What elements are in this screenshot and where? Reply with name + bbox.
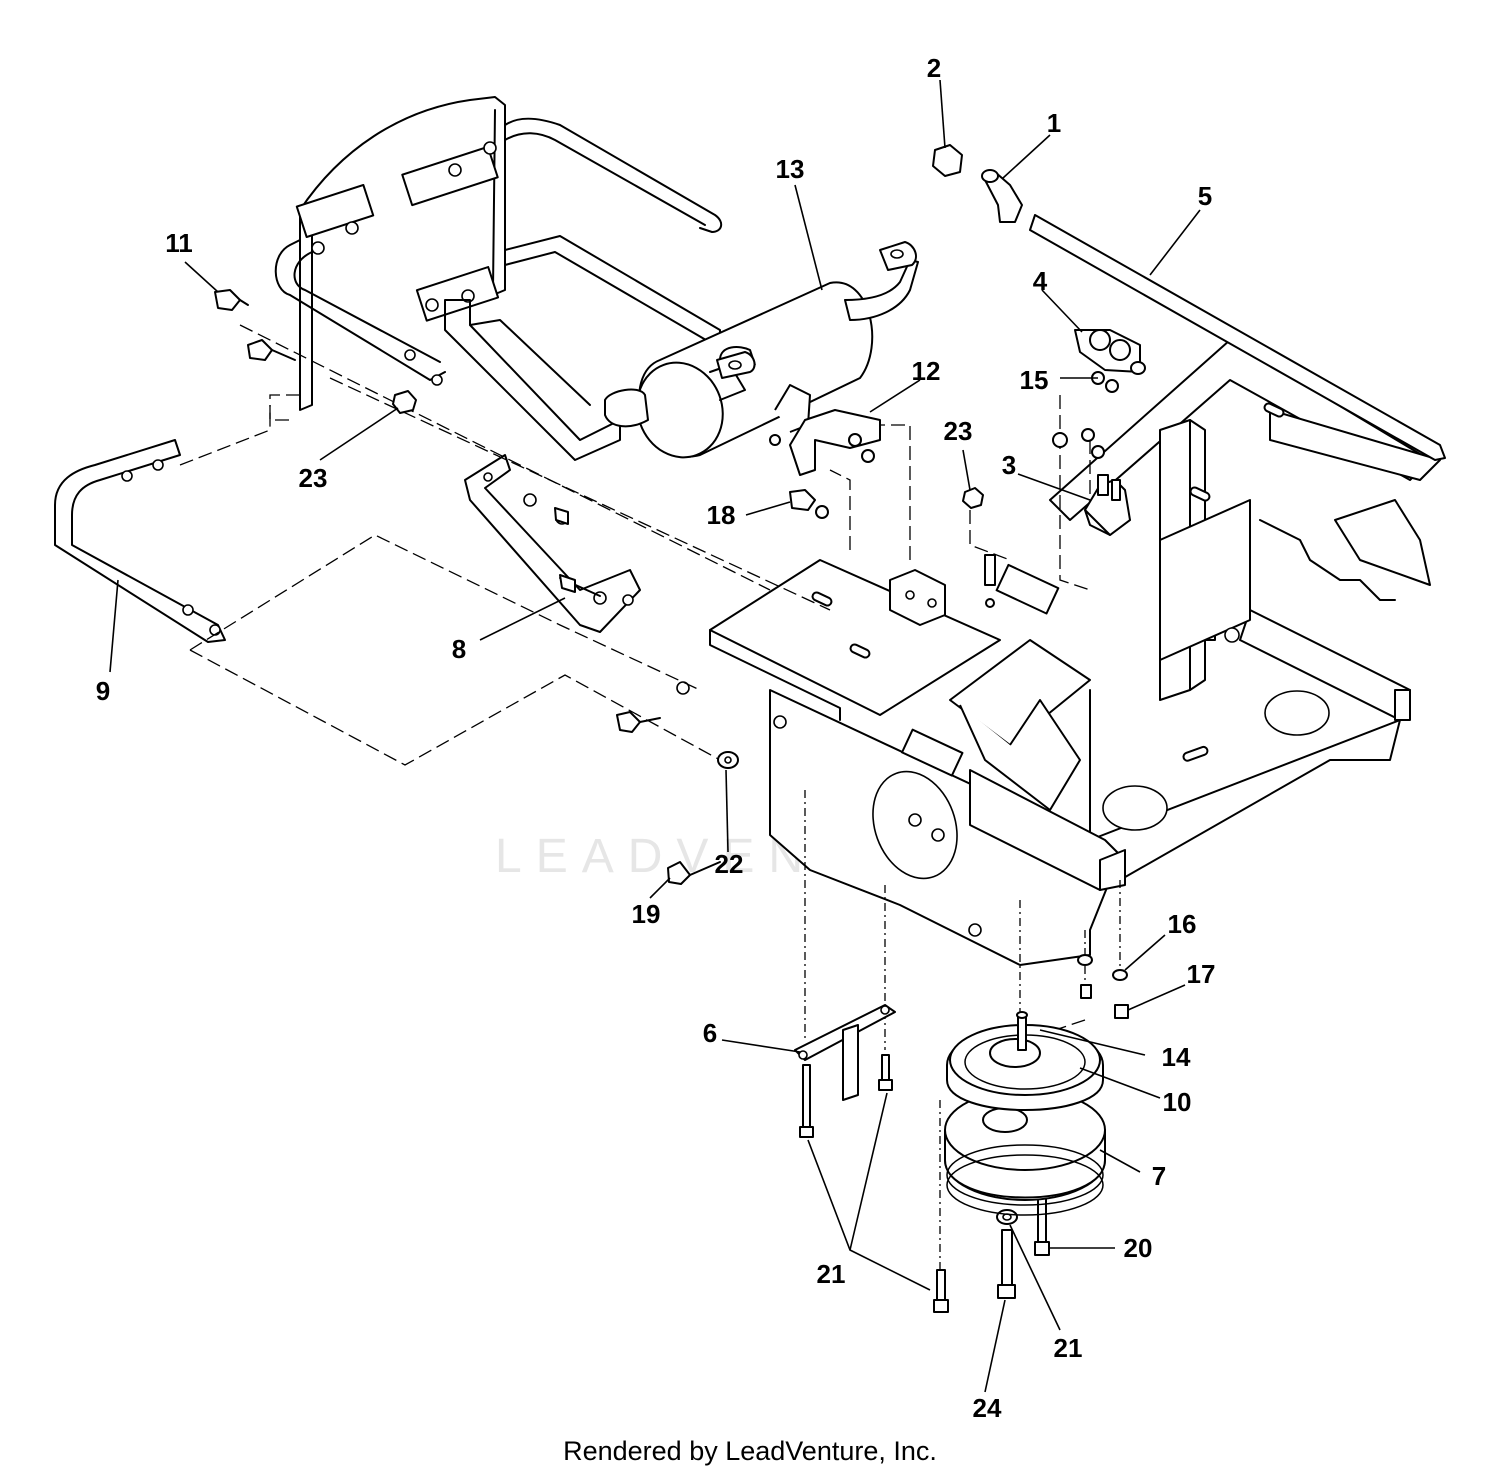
callout-22: 22: [715, 849, 744, 879]
callout-14: 14: [1162, 1042, 1191, 1072]
callout-21-right: 21: [1054, 1333, 1083, 1363]
callout-7: 7: [1152, 1161, 1166, 1191]
callout-6: 6: [703, 1018, 717, 1048]
callout-11: 11: [165, 228, 193, 258]
callout-5: 5: [1198, 181, 1212, 211]
callout-19: 19: [632, 899, 661, 929]
callout-1: 1: [1047, 108, 1061, 138]
fuel-switch: [1084, 474, 1131, 536]
callout-20: 20: [1124, 1233, 1153, 1263]
muffler-bracket: [444, 299, 621, 461]
clutch-pulley: [944, 1011, 1106, 1216]
callouts: 2 1 13 5 4 11 15 12 23 3 23 18 8 9 22 19…: [96, 53, 1216, 1423]
callout-4: 4: [1033, 266, 1048, 296]
footer-credit: Rendered by LeadVenture, Inc.: [563, 1436, 937, 1466]
side-bracket: [464, 454, 641, 633]
callout-16: 16: [1168, 909, 1197, 939]
callout-8: 8: [452, 634, 466, 664]
callout-24: 24: [973, 1393, 1002, 1423]
callout-10: 10: [1163, 1087, 1192, 1117]
callout-9: 9: [96, 676, 110, 706]
muffler: [604, 241, 919, 459]
callout-3: 3: [1002, 450, 1016, 480]
callout-2: 2: [927, 53, 941, 83]
mower-chassis: [676, 339, 1441, 966]
callout-15: 15: [1020, 365, 1049, 395]
callout-18: 18: [707, 500, 736, 530]
leader-lines: [109, 79, 1201, 1393]
callout-23-upper: 23: [944, 416, 973, 446]
callout-12: 12: [912, 356, 941, 386]
hardware: [214, 144, 1446, 1313]
callout-23-left: 23: [299, 463, 328, 493]
callout-21-left: 21: [817, 1259, 846, 1289]
lower-bumper: [54, 405, 271, 643]
callout-17: 17: [1187, 959, 1216, 989]
callout-13: 13: [776, 154, 805, 184]
rear-hoop-frame: [269, 96, 723, 421]
